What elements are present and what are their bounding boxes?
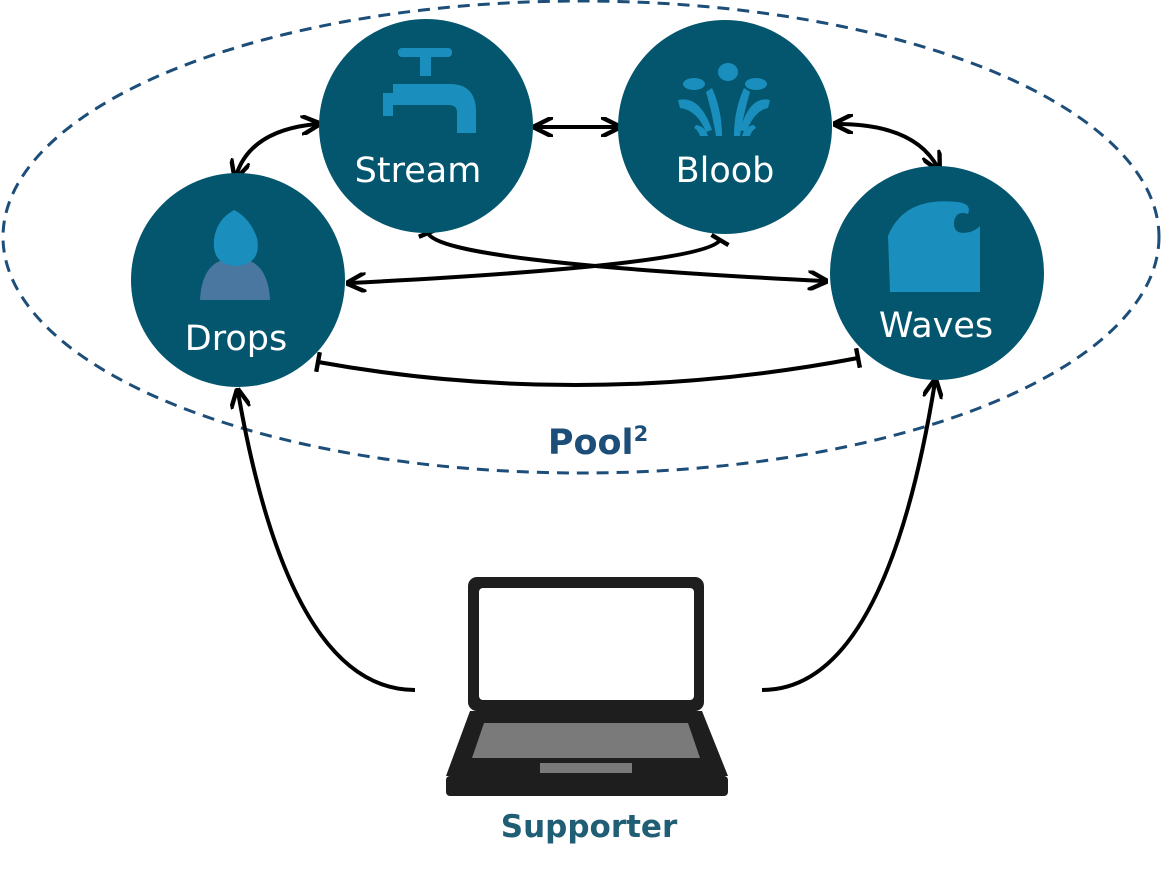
drops-waves-link (314, 347, 863, 387)
drops-stream-arrow (236, 124, 317, 176)
node-drops-label: Drops (185, 319, 287, 359)
pool-label-superscript: 2 (634, 422, 649, 446)
bloob-waves-arrow (837, 124, 938, 168)
supporter-label: Supporter (501, 809, 678, 845)
node-stream-circle (319, 19, 533, 233)
node-drops: Drops (131, 173, 345, 387)
bloob-drops-arrow (350, 240, 720, 283)
wave-icon (888, 201, 980, 292)
pool-label-text: Pool (548, 423, 634, 463)
node-stream: Stream (319, 19, 533, 233)
node-bloob-label: Bloob (676, 151, 775, 191)
pool-label: Pool2 (548, 422, 648, 463)
pool-boundary (1, 0, 1161, 475)
node-stream-label: Stream (355, 151, 482, 191)
splash-icon (678, 63, 770, 136)
supporter-waves-arrow (761, 382, 935, 692)
supporter-drops-arrow (238, 392, 416, 692)
node-bloob: Bloob (618, 20, 832, 234)
node-waves: Waves (830, 166, 1044, 380)
node-bloob-circle (618, 20, 832, 234)
node-waves-label: Waves (879, 306, 993, 346)
laptop-icon (446, 577, 728, 796)
drop-person-icon (200, 210, 270, 300)
faucet-icon (383, 48, 476, 133)
connectors (236, 124, 938, 692)
